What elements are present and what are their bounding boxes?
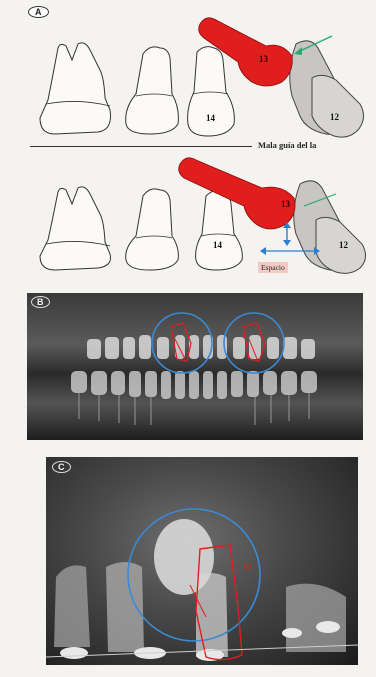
panel-c-badge: C	[52, 461, 71, 473]
label-12-top: 12	[330, 112, 339, 122]
panel-c-periapical-xray: C 13	[46, 457, 358, 665]
label-14-top: 14	[206, 113, 215, 123]
label-13-bottom: 13	[281, 199, 290, 209]
panel-a-bottom-diagram	[0, 148, 376, 278]
premolar-outline	[126, 47, 179, 134]
impacted-canine-crown	[154, 519, 214, 595]
label-14-bottom: 14	[213, 240, 222, 250]
red-canine-guide-bottom	[179, 158, 295, 229]
panel-b-xray-art	[27, 293, 363, 440]
panel-a: A 13 14 12 Mala guía del la	[0, 0, 376, 285]
space-label: Espacio	[258, 262, 288, 273]
panel-b-panoramic-xray: B	[27, 293, 363, 440]
label-12-bottom: 12	[339, 240, 348, 250]
molar-outline	[40, 43, 111, 134]
panel-c-annotation: 13	[243, 562, 251, 571]
tooth-12-outline	[312, 75, 364, 137]
panel-b-badge: B	[31, 296, 50, 308]
panel-a-top-diagram	[0, 0, 376, 145]
panel-c-xray-art	[46, 457, 358, 665]
panel-a-divider	[30, 146, 252, 147]
label-13-top: 13	[259, 54, 268, 64]
